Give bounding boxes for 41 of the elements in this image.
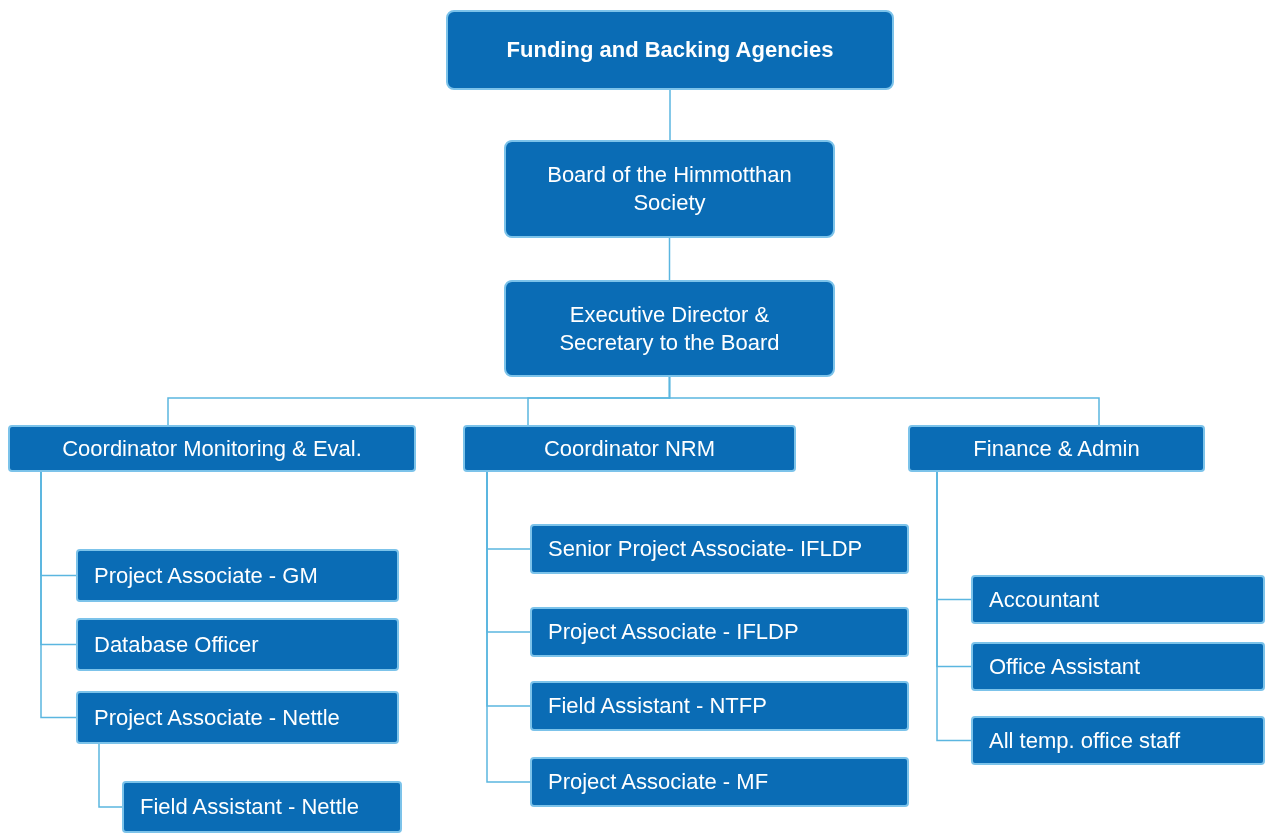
role-title: Office Assistant xyxy=(989,653,1142,680)
org-box xyxy=(122,781,402,833)
org-box xyxy=(971,575,1265,624)
org-box xyxy=(530,524,909,574)
role-title: Funding and Backing Agencies xyxy=(505,36,835,64)
role-title: Project Associate - GM xyxy=(94,562,319,589)
org-box xyxy=(76,549,399,602)
org-box xyxy=(76,691,399,744)
connector-line xyxy=(668,376,1100,426)
connector-line xyxy=(669,89,671,141)
role-title: Senior Project Associate- IFLDP xyxy=(548,536,864,562)
role-title: Finance & Admin xyxy=(972,435,1141,462)
role-title: Coordinator Monitoring & Eval. xyxy=(61,435,363,462)
org-box xyxy=(76,618,399,671)
connector-line xyxy=(486,471,531,783)
role-title: Accountant xyxy=(989,586,1101,613)
role-title: Field Assistant - Nettle xyxy=(140,794,360,820)
org-box xyxy=(971,642,1265,691)
role-title: Field Assistant - NTFP xyxy=(548,693,768,719)
org-box xyxy=(971,716,1265,765)
connector-line xyxy=(40,471,77,719)
role-title: Project Associate - Nettle xyxy=(94,704,341,731)
role-title: Executive Director & Secretary to the Board xyxy=(558,300,781,357)
role-title: Project Associate - MF xyxy=(548,769,770,795)
role-title: All temp. office staff xyxy=(989,727,1182,754)
org-box xyxy=(446,10,894,90)
role-title: Board of the Himmotthan Society xyxy=(546,161,793,217)
org-box xyxy=(8,425,416,472)
connector-line xyxy=(98,743,123,808)
role-title: Coordinator NRM xyxy=(542,435,717,462)
org-box xyxy=(530,757,909,807)
org-box xyxy=(504,280,835,377)
org-box xyxy=(463,425,796,472)
role-title: Project Associate - IFLDP xyxy=(548,619,800,645)
org-box xyxy=(530,607,909,657)
connector-line xyxy=(936,471,972,742)
org-box xyxy=(908,425,1205,472)
org-box xyxy=(504,140,835,238)
connector-line xyxy=(668,237,671,281)
org-box xyxy=(530,681,909,731)
role-title: Database Officer xyxy=(94,631,260,658)
